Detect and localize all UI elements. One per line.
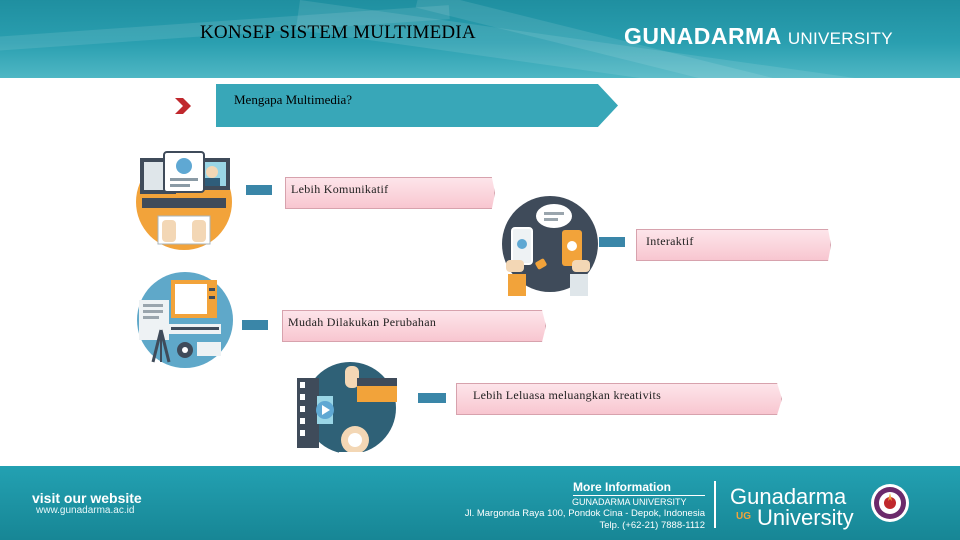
logo-sub-text: UNIVERSITY [787, 29, 893, 48]
visit-website-label: visit our website [32, 490, 142, 506]
footer-logo-line1: Gunadarma [730, 484, 847, 509]
laptop-globe-icon [136, 151, 232, 250]
slide-title: KONSEP SISTEM MULTIMEDIA [200, 22, 476, 43]
footer-phone: Telp. (+62-21) 7888-1112 [599, 520, 705, 531]
ug-badge-text: UG [736, 511, 751, 522]
university-logo: GUNADARMA UNIVERSITY [624, 23, 893, 50]
website-link[interactable]: www.gunadarma.ac.id [36, 505, 135, 516]
ug-badge: UG [736, 511, 751, 522]
point-label: Mudah Dilakukan Perubahan [288, 315, 437, 329]
header-band [0, 0, 960, 78]
footer-divider [714, 481, 716, 528]
point-label: Lebih Leluasa meluangkan kreativits [473, 388, 662, 402]
university-seal-icon [871, 484, 909, 522]
connector-bar [418, 393, 446, 403]
connector-bar [599, 237, 625, 247]
connector-bar [242, 320, 268, 330]
point-box [285, 177, 495, 209]
point-label: Lebih Komunikatif [291, 182, 389, 196]
footer-logo-line2: University [757, 505, 854, 530]
point-label: Interaktif [646, 234, 694, 248]
point-box [456, 383, 782, 415]
point-box [282, 310, 546, 342]
more-info-title: More Information [573, 480, 671, 494]
film-media-icon [297, 362, 397, 457]
smartphone-chat-icon [502, 196, 598, 296]
logo-main-text: GUNADARMA [624, 23, 782, 49]
connector-bar [246, 185, 272, 195]
point-box [636, 229, 831, 261]
footer-university-name: GUNADARMA UNIVERSITY [572, 497, 687, 507]
section-heading: Mengapa Multimedia? [234, 92, 353, 107]
footer-band [0, 466, 960, 540]
footer-address: Jl. Margonda Raya 100, Pondok Cina - Dep… [464, 508, 705, 519]
section-heading-bar [216, 84, 618, 127]
chevron-right-icon [175, 98, 191, 114]
broadcast-news-icon [137, 272, 233, 368]
more-info-underline [573, 495, 705, 496]
